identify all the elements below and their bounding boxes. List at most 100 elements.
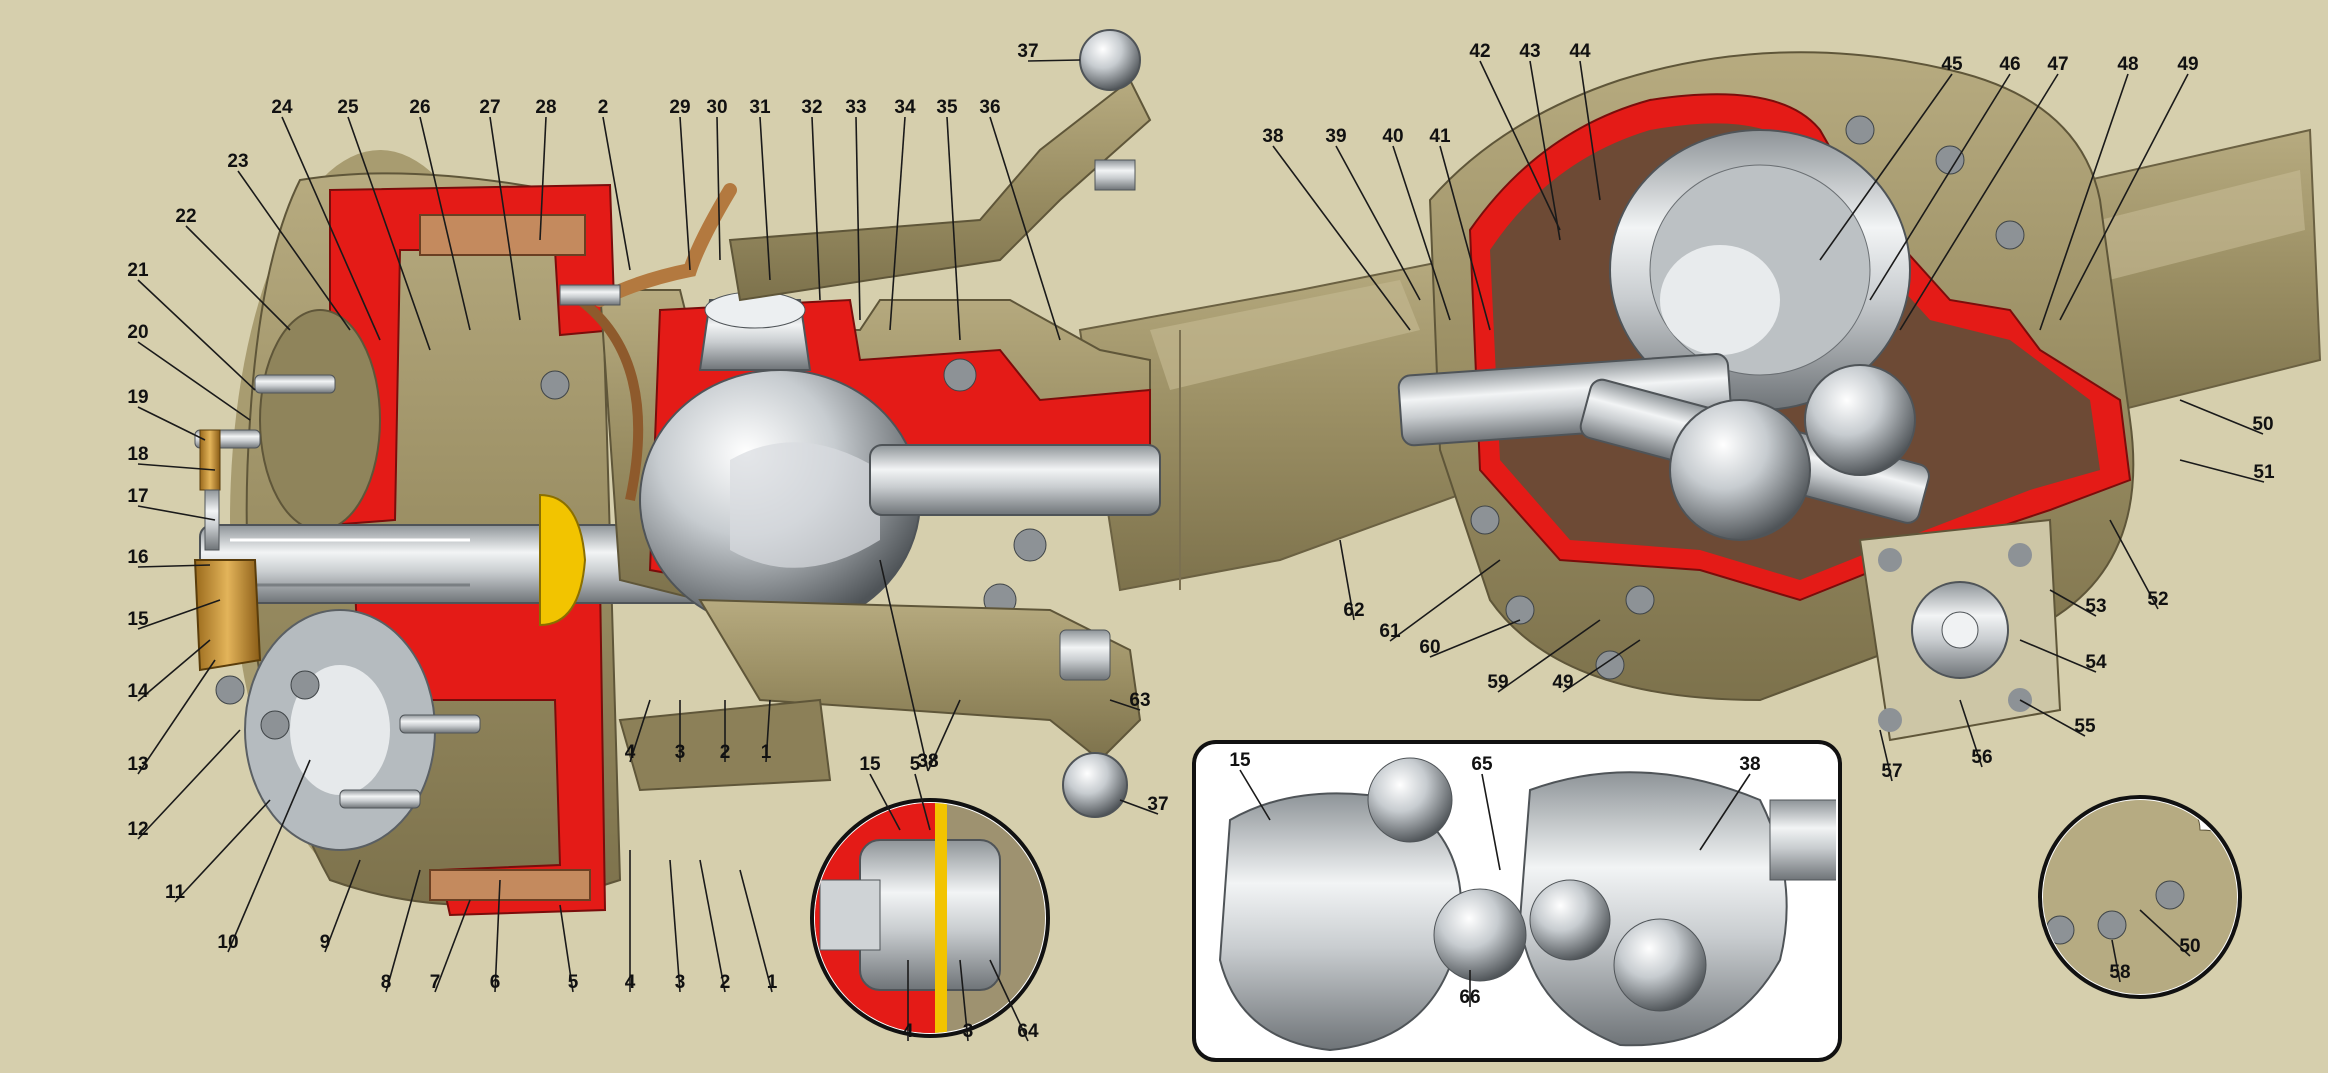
callout-number: 20	[127, 322, 148, 343]
callout-number: 42	[1469, 41, 1490, 62]
leader-line	[946, 116, 961, 341]
leader-line	[1272, 145, 1411, 331]
callout-number: 53	[2085, 596, 2106, 617]
callout-number: 4	[625, 742, 636, 763]
leader-line	[347, 116, 431, 351]
callout-number: 60	[1419, 637, 1440, 658]
callout-number: 48	[2117, 54, 2138, 75]
leader-line	[324, 859, 361, 953]
callout-number: 3	[675, 972, 686, 993]
callout-number: 7	[430, 972, 441, 993]
callout-number: 63	[1129, 690, 1150, 711]
callout-number: 58	[2109, 962, 2130, 983]
leader-line	[1439, 145, 1491, 331]
leader-line	[489, 116, 521, 321]
leader-line	[1339, 539, 1355, 621]
leader-line	[1119, 799, 1159, 815]
leader-line	[1579, 60, 1601, 201]
leader-line	[1869, 73, 2011, 301]
leader-line	[1239, 769, 1271, 821]
knuckle-housing	[540, 289, 1161, 631]
callout-number: 35	[936, 97, 958, 118]
callout-number: 49	[2177, 54, 2198, 75]
callout-number: 36	[979, 97, 1000, 118]
leader-line	[434, 899, 471, 993]
callout-number: 55	[2074, 716, 2096, 737]
leader-line	[602, 116, 631, 271]
callout-number: 15	[127, 609, 149, 630]
callout-number: 44	[1569, 41, 1591, 62]
callout-number: 56	[1971, 747, 1992, 768]
callout-number: 59	[1487, 672, 1508, 693]
leader-line	[869, 773, 901, 831]
callout-number: 28	[535, 97, 556, 118]
leader-line	[811, 116, 821, 301]
callout-number: 11	[165, 882, 186, 903]
leader-line	[629, 699, 651, 763]
callout-number: 33	[845, 97, 866, 118]
callout-number: 38	[917, 751, 938, 772]
callout-number: 9	[320, 932, 331, 953]
leader-line	[1819, 73, 1953, 261]
callout-number: 37	[1017, 41, 1038, 62]
inset-cv-joint	[1192, 740, 1842, 1062]
leader-line	[227, 759, 311, 953]
callout-number: 64	[1017, 1021, 1039, 1042]
leader-line	[137, 659, 216, 775]
leader-line	[1027, 59, 1081, 62]
callout-number: 10	[217, 932, 238, 953]
leader-line	[1497, 619, 1601, 693]
leader-line	[759, 116, 771, 281]
leader-line	[855, 116, 861, 321]
leader-line	[281, 116, 381, 341]
callout-number: 3	[675, 742, 686, 763]
leader-line	[2039, 73, 2129, 331]
callout-number: 2	[598, 97, 609, 118]
leader-line	[889, 116, 906, 331]
leader-line	[2179, 399, 2264, 435]
callout-number: 27	[479, 97, 500, 118]
leader-line	[137, 279, 256, 391]
leader-line	[2019, 699, 2086, 737]
leader-line	[494, 879, 501, 993]
callout-number: 49	[1552, 672, 1573, 693]
leader-line	[679, 116, 691, 271]
callout-number: 29	[669, 97, 690, 118]
callout-number: 39	[1325, 126, 1346, 147]
callout-number: 31	[749, 97, 771, 118]
callout-number: 26	[409, 97, 430, 118]
leader-line	[959, 959, 969, 1042]
leader-line	[137, 341, 251, 421]
leader-line	[927, 699, 961, 772]
callout-number: 40	[1382, 126, 1403, 147]
callout-number: 52	[2147, 589, 2168, 610]
leader-line	[1389, 559, 1501, 642]
callout-number: 13	[127, 754, 148, 775]
callout-number: 1	[761, 742, 772, 763]
callout-number: 38	[1262, 126, 1283, 147]
callout-number: 25	[337, 97, 359, 118]
leader-line	[989, 959, 1029, 1042]
callout-number: 2	[720, 742, 731, 763]
leader-line	[1562, 639, 1641, 693]
callout-number: 32	[801, 97, 822, 118]
callout-number: 12	[127, 819, 148, 840]
leader-line	[1335, 145, 1421, 301]
leader-line	[914, 773, 931, 831]
leader-line	[716, 116, 721, 261]
leader-line	[237, 170, 351, 331]
leader-line	[1529, 60, 1561, 241]
callout-number: 24	[271, 97, 293, 118]
callout-number: 51	[2253, 462, 2275, 483]
callout-number: 34	[894, 97, 916, 118]
leader-line	[1699, 773, 1751, 851]
differential-housing	[1397, 51, 2135, 742]
callout-number: 16	[127, 547, 148, 568]
leader-line	[879, 559, 929, 772]
callout-number: 2	[720, 972, 731, 993]
callout-number: 1	[767, 972, 778, 993]
leader-line	[1481, 773, 1501, 871]
callout-number: 3	[963, 1021, 974, 1042]
leader-line	[137, 564, 211, 568]
